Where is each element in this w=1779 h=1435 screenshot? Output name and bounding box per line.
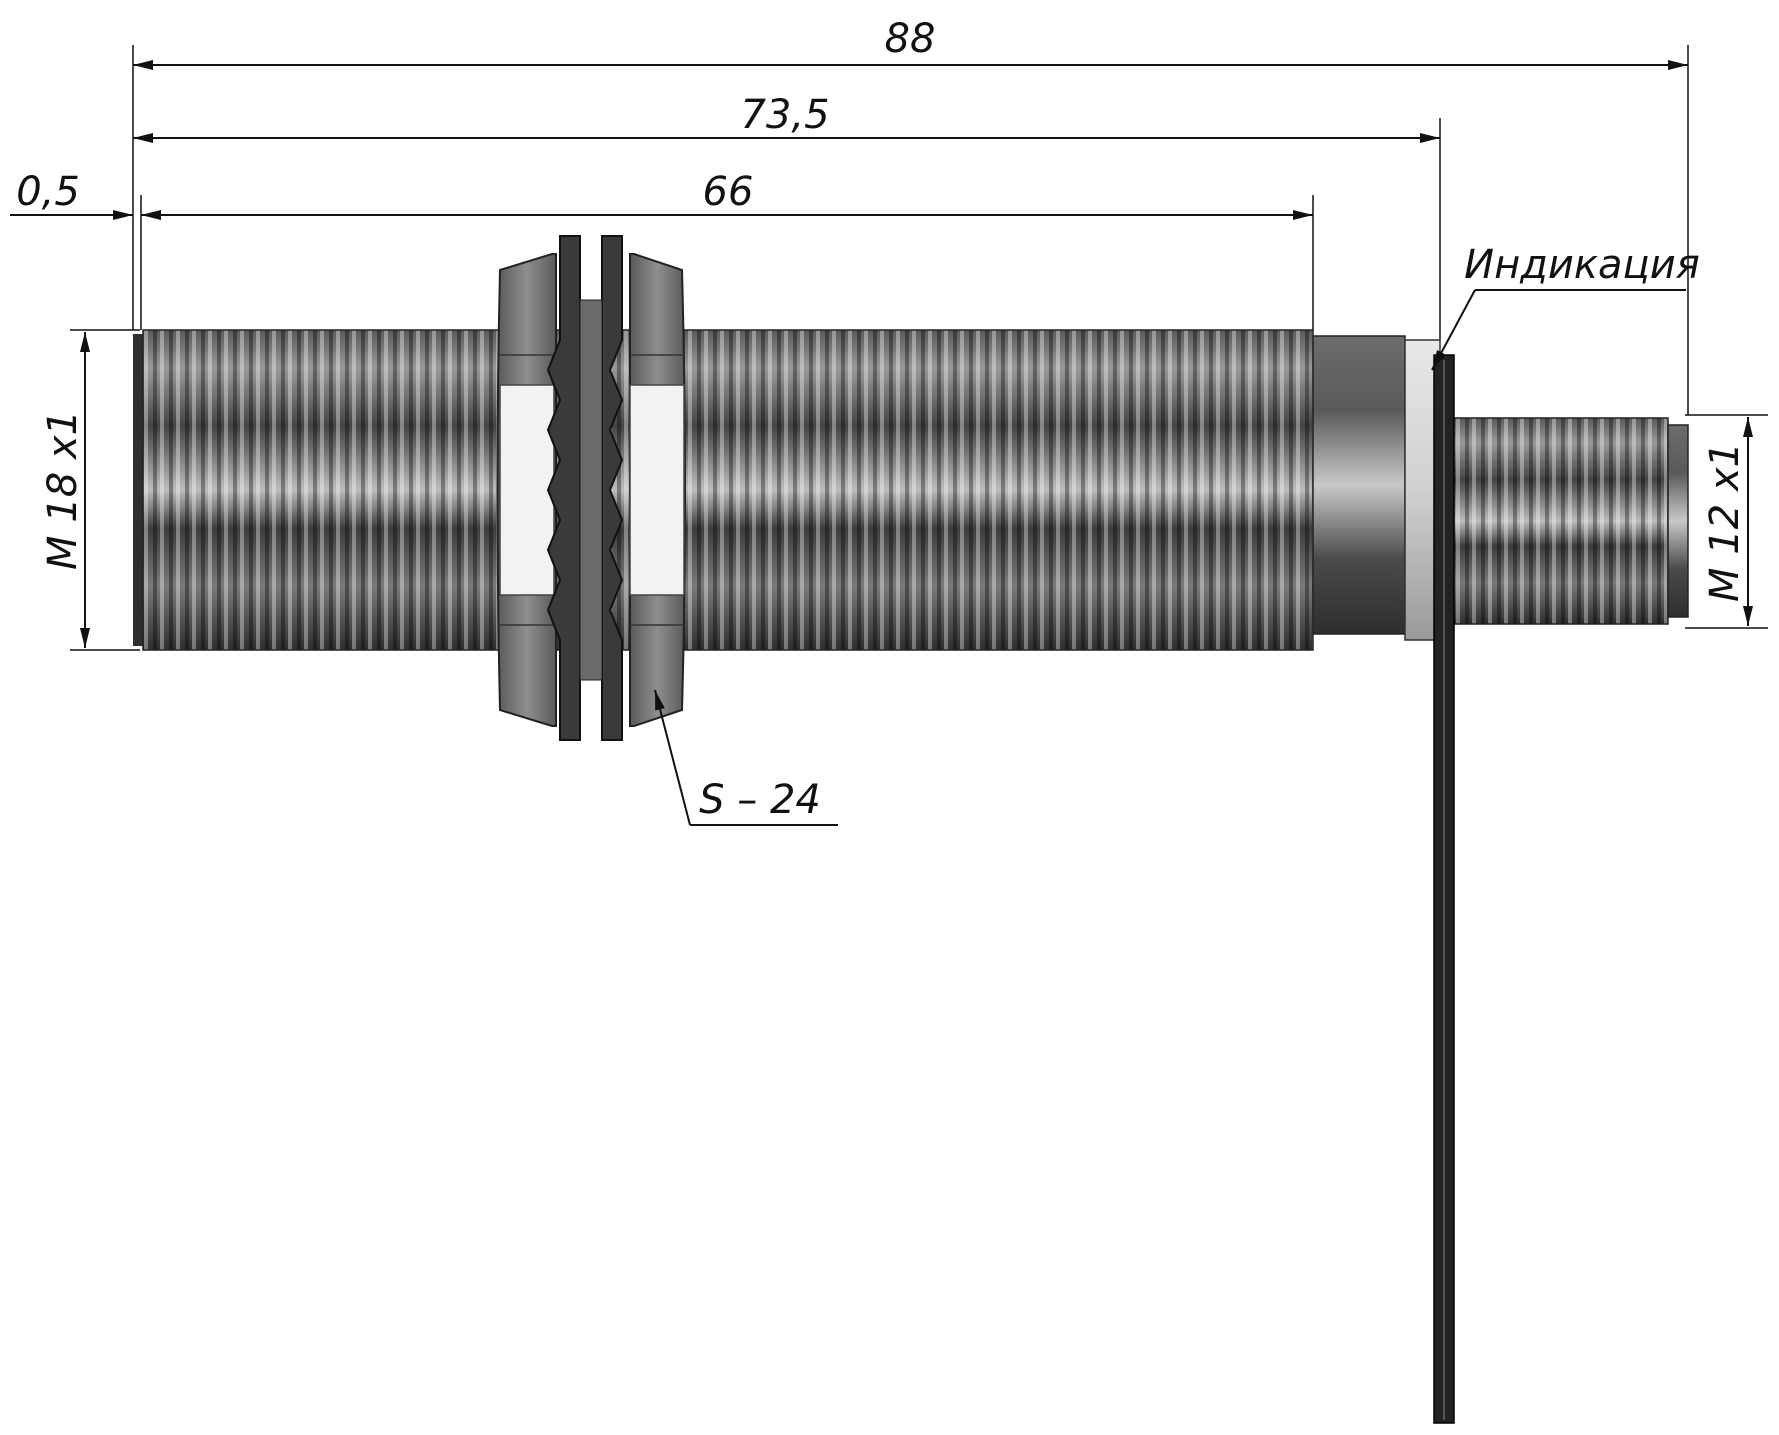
thread-main-label: M 18 x1: [40, 410, 86, 570]
connector-end: [1667, 424, 1689, 618]
dimension-73-5-label: 73,5: [740, 92, 829, 138]
dimension-66-label: 66: [703, 169, 754, 215]
dimension-thread-connector: M 12 x1: [1702, 417, 1753, 626]
dimension-thread-main: M 18 x1: [40, 332, 90, 648]
lock-washer-left: [546, 235, 581, 741]
dimension-thread-length: 66: [141, 169, 1313, 220]
dimension-0-5-label: 0,5: [16, 169, 80, 215]
lock-washer-right: [601, 235, 624, 741]
nut-assembly: [496, 235, 686, 741]
sensor-body: [133, 329, 1689, 1424]
smooth-collar: [1312, 335, 1406, 635]
dimension-overall-length: 88: [133, 16, 1688, 70]
dimension-body-length: 73,5: [133, 92, 1440, 143]
indication-callout: Индикация: [1431, 242, 1700, 371]
front-face: [133, 334, 145, 646]
dimension-front-offset: 0,5: [10, 169, 180, 220]
thread-connector-label: M 12 x1: [1702, 442, 1748, 602]
indication-label: Индикация: [1464, 242, 1700, 288]
wrench-size-callout: S – 24: [654, 689, 838, 826]
dimension-88-label: 88: [885, 16, 936, 62]
wrench-size-label: S – 24: [699, 777, 821, 823]
